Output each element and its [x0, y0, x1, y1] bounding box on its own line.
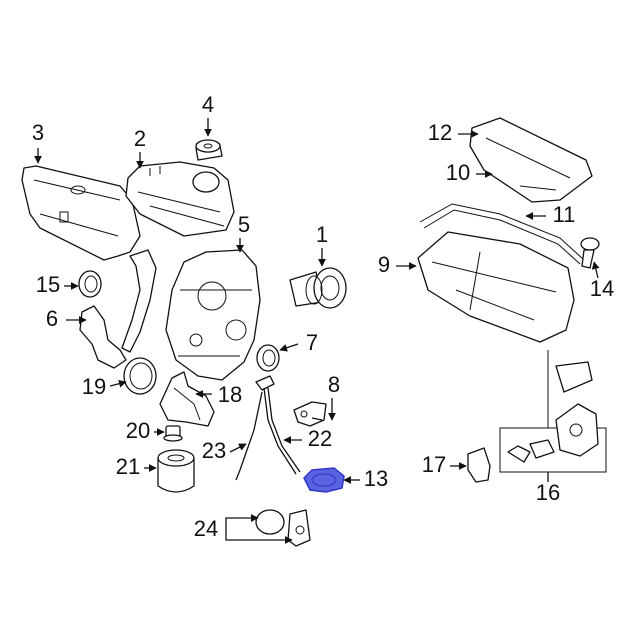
part-11-gasket[interactable] [419, 203, 585, 265]
part-6-gasket[interactable] [79, 249, 157, 369]
part-4-filler-cap[interactable] [195, 139, 223, 161]
part-14-bolt[interactable] [580, 237, 600, 269]
callout-8: 8 [328, 372, 340, 397]
callout-20: 20 [126, 418, 150, 443]
part-8-bracket[interactable] [293, 401, 327, 427]
callout-12: 12 [428, 120, 452, 145]
part-22-dipstick-tube[interactable] [255, 375, 301, 475]
part-16-assembly-box[interactable] [499, 350, 607, 473]
part-15-seal[interactable] [78, 270, 102, 298]
callout-16: 16 [536, 480, 560, 505]
callout-14: 14 [590, 276, 614, 301]
callout-13: 13 [364, 466, 388, 491]
callout-3: 3 [32, 120, 44, 145]
callout-6: 6 [46, 306, 58, 331]
callout-24: 24 [194, 516, 218, 541]
part-2-valve-cover[interactable] [125, 161, 235, 237]
leader-lines [34, 118, 600, 544]
callout-9: 9 [378, 252, 390, 277]
part-7-seal[interactable] [256, 344, 280, 372]
part-24-mount[interactable] [255, 509, 311, 547]
callout-19: 19 [82, 374, 106, 399]
callout-1: 1 [316, 222, 328, 247]
callout-5: 5 [238, 212, 250, 237]
callout-labels: 3 2 4 5 1 15 6 7 19 18 8 20 22 23 21 13 … [32, 92, 614, 541]
part-9-oil-pan[interactable] [417, 231, 575, 343]
callout-4: 4 [202, 92, 214, 117]
part-3-valve-cover[interactable] [21, 165, 141, 261]
callout-11: 11 [553, 202, 576, 227]
part-13-gasket-highlighted[interactable] [303, 467, 345, 493]
callout-18: 18 [218, 382, 242, 407]
part-20-drain-plug[interactable] [163, 425, 183, 442]
part-23-dipstick[interactable] [235, 391, 263, 481]
callout-2: 2 [134, 126, 146, 151]
part-5-timing-cover[interactable] [165, 249, 261, 381]
part-1-pump[interactable] [289, 267, 347, 309]
part-21-oil-filter[interactable] [157, 449, 195, 493]
part-12-upper-pan[interactable] [469, 117, 593, 203]
callout-21: 21 [116, 454, 140, 479]
part-19-seal-ring[interactable] [123, 357, 157, 395]
callout-10: 10 [446, 160, 470, 185]
part-17-sensor[interactable] [467, 447, 491, 483]
part-18-oil-pickup[interactable] [159, 371, 215, 427]
callout-15: 15 [36, 272, 60, 297]
callout-17: 17 [422, 452, 446, 477]
callout-23: 23 [202, 438, 226, 463]
callout-22: 22 [308, 426, 332, 451]
callout-7: 7 [306, 330, 318, 355]
